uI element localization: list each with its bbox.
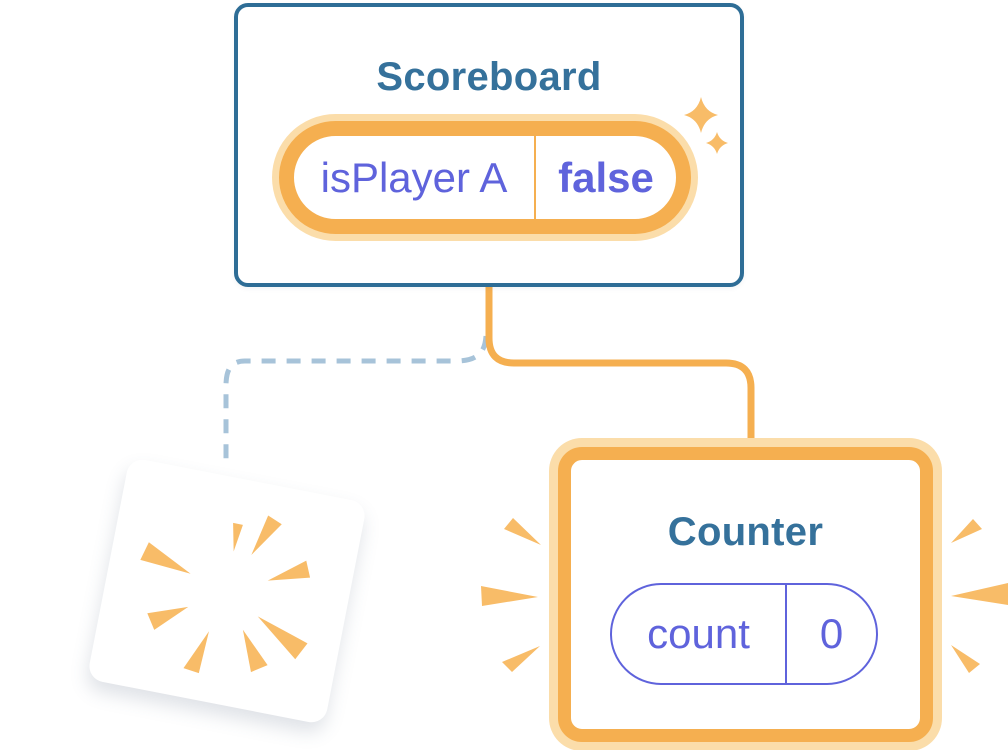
- counter-state-value: 0: [819, 610, 844, 657]
- destroyed-component-card: [86, 456, 368, 726]
- scoreboard-state-pill: isPlayer A false: [279, 121, 691, 234]
- emphasis-rays-right-icon: [951, 519, 1008, 673]
- removed-connection-dashed-line: [223, 335, 489, 459]
- pill-divider: [785, 585, 787, 683]
- counter-title: Counter: [667, 510, 824, 554]
- counter-state-key: count: [647, 610, 750, 657]
- poof-burst-icon: [140, 515, 311, 674]
- scoreboard-state-key: isPlayer A: [320, 153, 508, 201]
- active-connection-line: [485, 287, 755, 450]
- scoreboard-title: Scoreboard: [376, 55, 602, 99]
- pill-divider: [534, 136, 536, 219]
- scoreboard-state-value: false: [558, 153, 654, 201]
- counter-card: Counter count 0: [558, 447, 933, 742]
- counter-state-pill: count 0: [610, 583, 878, 685]
- emphasis-rays-left-icon: [481, 518, 541, 672]
- scoreboard-card: Scoreboard isPlayer A false: [234, 3, 744, 287]
